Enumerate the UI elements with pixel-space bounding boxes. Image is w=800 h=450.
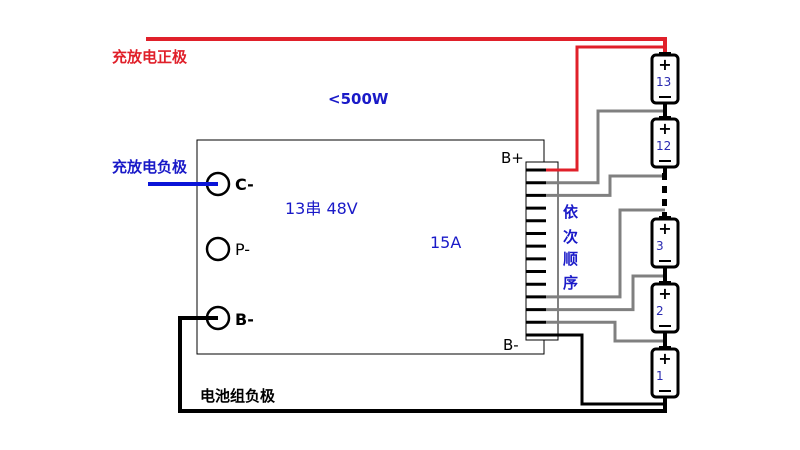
cell-number: 3 — [656, 239, 664, 253]
cell-number: 2 — [656, 304, 664, 318]
b-plus-label: B+ — [501, 149, 524, 167]
terminal-b-minus-label: B- — [235, 310, 254, 329]
balance-wire — [546, 109, 665, 185]
terminal-p-minus[interactable] — [205, 236, 231, 262]
battery-cell-12: +12 — [650, 116, 680, 169]
balance-connector — [525, 161, 559, 341]
cell-number: 13 — [656, 75, 671, 89]
balance-wire — [546, 320, 665, 343]
cells-ellipsis — [662, 173, 667, 217]
balance-wire — [546, 208, 665, 299]
charge-positive-label: 充放电正极 — [112, 48, 188, 66]
battery-cell-3: +3 — [650, 216, 680, 269]
sequence-char-1: 依 — [563, 203, 579, 221]
series-voltage-label: 13串 48V — [285, 199, 358, 218]
b-plus-balance-wire — [546, 45, 665, 172]
terminal-c-minus-label: C- — [235, 175, 254, 194]
cell-plus-sign: + — [658, 219, 671, 238]
battery-cell-13: +13 — [650, 52, 680, 105]
cell-number: 1 — [656, 369, 664, 383]
battery-cells: +13+12+3+2+1 — [650, 52, 680, 399]
bms-board — [196, 139, 545, 355]
terminal-p-minus-label: P- — [235, 240, 250, 259]
battery-cell-2: +2 — [650, 281, 680, 334]
cell-number: 12 — [656, 139, 671, 153]
cell-plus-sign: + — [658, 119, 671, 138]
b-minus-balance-wire — [546, 333, 665, 406]
balance-pins — [526, 168, 546, 337]
sequence-char-2: 次 — [563, 228, 578, 246]
power-limit-label: <500W — [328, 90, 389, 108]
balance-wire — [546, 174, 665, 197]
sequence-char-3: 顺 — [563, 250, 578, 268]
current-label: 15A — [430, 233, 461, 252]
cell-plus-sign: + — [658, 349, 671, 368]
sequence-char-4: 序 — [563, 274, 578, 292]
pack-negative-label: 电池组负极 — [200, 387, 276, 405]
charge-negative-label: 充放电负极 — [112, 158, 188, 176]
cell-plus-sign: + — [658, 55, 671, 74]
b-minus-connector-label: B- — [503, 336, 519, 354]
cell-plus-sign: + — [658, 284, 671, 303]
battery-cell-1: +1 — [650, 346, 680, 399]
balance-wire — [546, 274, 665, 312]
